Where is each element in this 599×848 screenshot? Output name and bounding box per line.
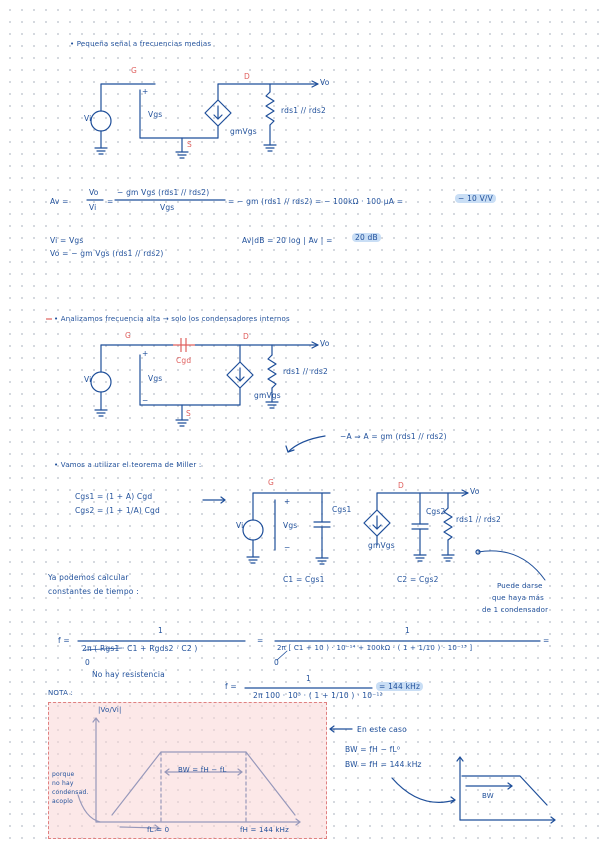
vi-label-2: Vi xyxy=(84,375,92,384)
f2-denominator: 2π 100 · 10³ · ( 1 + 1/10 ) · 10⁻¹² xyxy=(253,691,383,700)
node-d-3: D xyxy=(398,481,404,490)
side-note-1: porque xyxy=(52,771,75,778)
circuit-2 xyxy=(90,341,319,427)
av-frac1-den: Vi xyxy=(89,203,97,212)
y-axis-label: |Vo/Vi| xyxy=(98,706,122,714)
minus-3: − xyxy=(284,543,291,552)
f-lhs: f = xyxy=(58,636,70,645)
cgd-label: Cgd xyxy=(176,356,192,365)
circuit-3-output xyxy=(363,489,546,581)
section-2-heading: • Analizamos frecuencia alta → solo los … xyxy=(54,315,290,323)
f2-result: = 144 kHz xyxy=(376,682,424,691)
c1-label: C1 = Cgs1 xyxy=(283,575,325,584)
circuit-1 xyxy=(90,80,319,159)
vi-equation: Vi = Vgs xyxy=(50,236,84,245)
source-label-1: gmVgs xyxy=(230,127,257,136)
f-numerator-2: 1 xyxy=(405,626,410,635)
vgs-label-2: Vgs xyxy=(148,374,163,383)
node-s-2: S xyxy=(186,409,191,418)
f-numerator: 1 xyxy=(158,626,163,635)
note-line-2: que haya más xyxy=(492,594,544,602)
av-lhs: Av = xyxy=(50,197,69,206)
vgs-label-3: Vgs xyxy=(283,521,298,530)
f-denominator: 2π ( Rgs1 · C1 + Rgds2 · C2 ) xyxy=(82,644,198,653)
case-bw-2: BW = fH = 144 kHz xyxy=(345,760,422,769)
case-bw-small: BW xyxy=(482,792,494,800)
node-s-1: S xyxy=(187,140,192,149)
node-d-1: D xyxy=(244,72,250,81)
side-note-4: acoplo xyxy=(52,798,73,805)
db-result: 20 dB xyxy=(352,233,381,242)
vi-label-1: Vi xyxy=(84,114,92,123)
bw-label: BW = fH − fL xyxy=(178,766,227,774)
vo-label-3: Vo xyxy=(470,487,480,496)
cgs2-equation: Cgs2 = (1 + 1/A) Cgd xyxy=(75,506,160,515)
arrow-miller xyxy=(287,435,326,453)
node-g-2: G xyxy=(125,331,132,340)
cgs1-equation: Cgs1 = (1 + A) Cgd xyxy=(75,492,153,501)
db-equation: Av|dB = 20 log | Av | = xyxy=(242,236,333,245)
plus-2: + xyxy=(142,349,149,358)
node-g-3: G xyxy=(268,478,275,487)
node-d-2: D xyxy=(243,332,249,341)
f2-numerator: 1 xyxy=(306,674,311,683)
av-frac2-num: − gm Vgs (rds1 // rds2) xyxy=(117,188,210,197)
nota-box xyxy=(48,702,327,839)
av-result: − 10 V/V xyxy=(455,194,496,203)
vgs-label-1: Vgs xyxy=(148,110,163,119)
load-label-2: rds1 // rds2 xyxy=(283,367,329,376)
source-label-2: gmVgs xyxy=(254,391,281,400)
f-denominator-2: 2π [ C1 + 10 ) · 10⁻¹⁴ + 100kΩ · ( 1 + 1… xyxy=(277,644,473,652)
circuit-3-input xyxy=(242,492,331,565)
vi-label-3: Vi xyxy=(236,521,244,530)
side-note-2: no hay xyxy=(52,780,74,787)
vo-equation: Vo = − gm Vgs (rds1 // rds2) xyxy=(50,249,164,258)
minus-2: − xyxy=(142,396,149,405)
cgs2-label: Cgs2 xyxy=(426,507,446,516)
section-3-heading: • Vamos a utilizar el teorema de Miller … xyxy=(54,461,202,469)
no-resistance-note: No hay resistencia xyxy=(92,670,165,679)
c2-label: C2 = Cgs2 xyxy=(397,575,439,584)
fh-label: fH = 144 kHz xyxy=(240,826,290,834)
av-frac1-num: Vo xyxy=(89,188,99,197)
load-label-3: rds1 // rds2 xyxy=(456,515,502,524)
f2-lhs: f = xyxy=(225,682,237,691)
fl-label: fL = 0 xyxy=(147,826,170,834)
vi-source-1 xyxy=(90,110,112,132)
vo-label-2: Vo xyxy=(320,339,330,348)
vo-label-1: Vo xyxy=(320,78,330,87)
f-equals: = xyxy=(257,636,264,645)
node-g-1: G xyxy=(131,66,138,75)
av-rhs: = − gm (rds1 // rds2) = − 100kΩ · 100 µA… xyxy=(228,197,404,206)
nota-label: NOTA : xyxy=(48,689,74,697)
load-label-1: rds1 // rds2 xyxy=(281,106,327,115)
resistor-1 xyxy=(265,91,275,126)
av-frac2-den: Vgs xyxy=(160,203,175,212)
note-line-3: de 1 condensador xyxy=(482,606,549,614)
zero-note: 0 xyxy=(85,658,90,667)
side-note-3: condensad. xyxy=(52,789,89,796)
miller-hint: −A ⇒ A = gm (rds1 // rds2) xyxy=(340,432,447,441)
source-label-3: gmVgs xyxy=(368,541,395,550)
zero-note-2: 0 xyxy=(274,658,279,667)
plus-3: + xyxy=(284,497,291,506)
case-title: En este caso xyxy=(357,725,407,734)
bode-plot-case xyxy=(329,725,556,824)
time-const-line-2: constantes de tiempo : xyxy=(48,587,139,596)
note-line-1: Puede darse xyxy=(497,582,543,590)
case-bw-1: BW = fH − fL⁰ xyxy=(345,745,401,754)
section-1-heading: • Pequeña señal a frecuencias medias xyxy=(70,40,212,48)
plus-1: + xyxy=(142,87,149,96)
time-const-line-1: Ya podemos calcular xyxy=(48,573,129,582)
cgs1-label: Cgs1 xyxy=(332,505,352,514)
